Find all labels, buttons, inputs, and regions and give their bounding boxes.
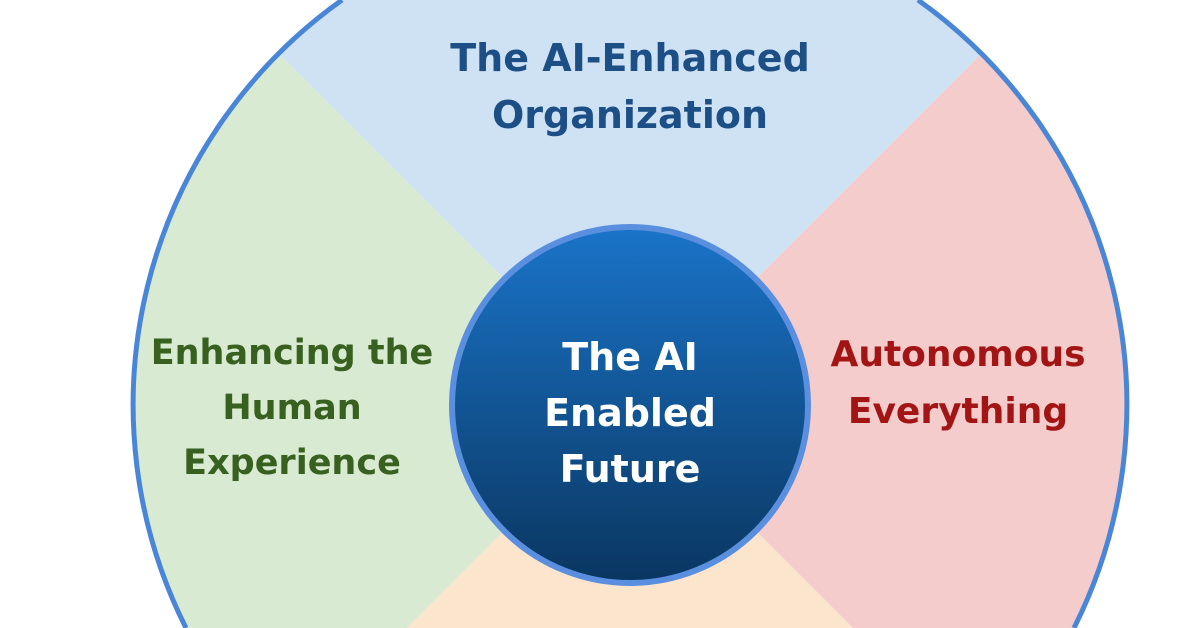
right-label-line: Everything — [848, 391, 1068, 432]
center-circle — [449, 224, 811, 586]
segment-top — [279, 0, 981, 405]
center-label: The AI Enabled Future — [544, 335, 716, 491]
segment-right-label: Autonomous Everything — [830, 334, 1085, 432]
left-label-line: Experience — [183, 443, 401, 483]
left-label-line: Human — [222, 388, 361, 428]
center-label-line: The AI — [562, 335, 698, 379]
top-label-line: Organization — [492, 93, 768, 137]
center-label-line: Future — [560, 447, 701, 491]
center-label-line: Enabled — [544, 391, 716, 435]
segment-top-label: The AI-Enhanced Organization — [450, 36, 810, 137]
top-label-line: The AI-Enhanced — [450, 36, 810, 80]
outer-ring-left — [130, 0, 344, 628]
outer-ring-right — [916, 0, 1130, 628]
left-label-line: Enhancing the — [151, 333, 434, 373]
segment-left-label: Enhancing the Human Experience — [151, 333, 434, 483]
right-label-line: Autonomous — [830, 334, 1085, 375]
